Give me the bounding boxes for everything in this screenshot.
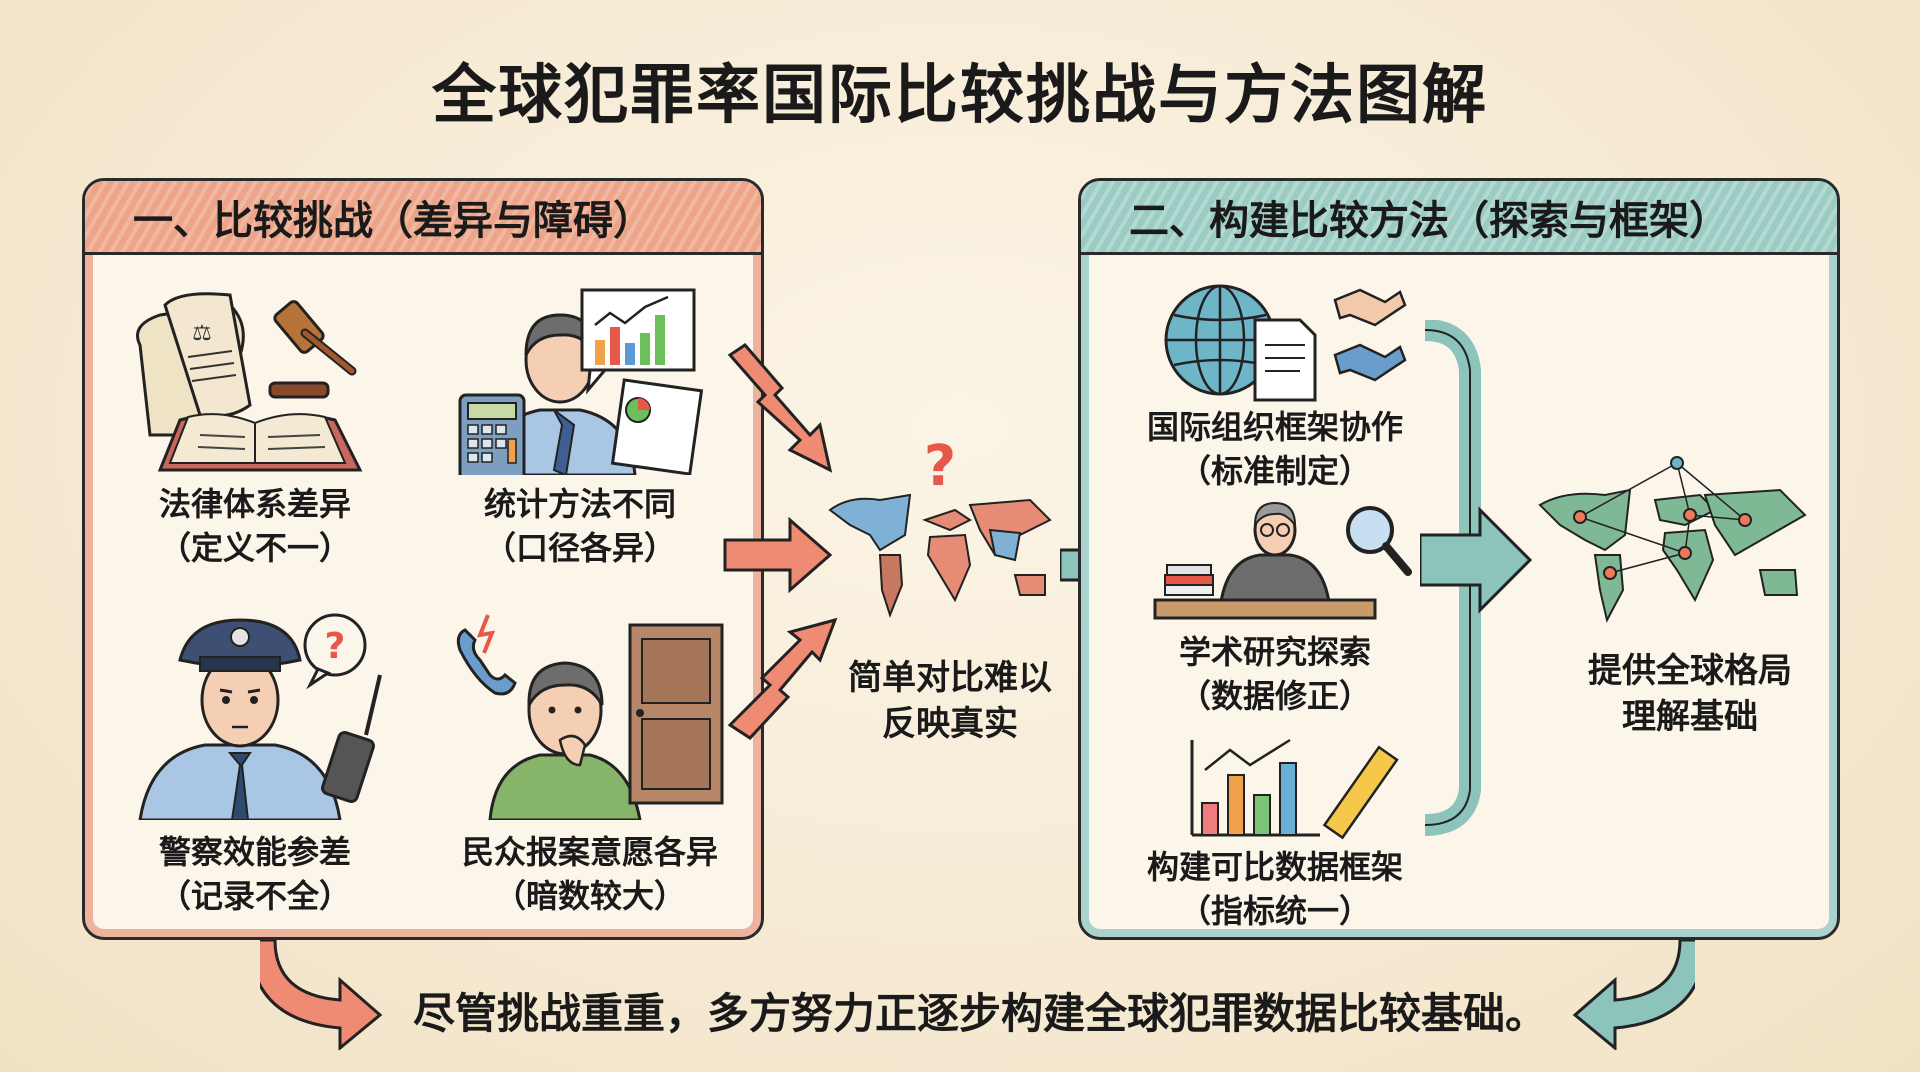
page-title: 全球犯罪率国际比较挑战与方法图解 [432,59,1488,133]
challenge-legal-subtitle: （定义不一） [158,529,351,567]
challenge-arrows [723,343,838,740]
method-framework-subtitle: （指标统一） [1178,892,1371,930]
researcher-magnifier-icon [1153,501,1412,620]
center-text-line2: 反映真实 [882,704,1018,744]
center-text-line1: 简单对比难以 [848,658,1052,698]
method-academic-title: 学术研究探索 [1178,633,1371,671]
arrow-right-teal-icon [1420,506,1533,614]
challenge-reporting-subtitle: （暗数较大） [493,877,686,915]
challenge-statistics-subtitle: （口径各异） [483,529,676,567]
method-item-academic: 学术研究探索 （数据修正） [1150,630,1400,718]
challenges-heading: 一、比较挑战（差异与障碍） [85,181,761,255]
arrow-right-icon [723,516,833,594]
arrow-up-right-icon [727,617,838,740]
hesitant-citizen-door-icon [456,614,724,820]
challenge-item-police: 警察效能参差 （记录不全） [120,830,390,918]
methods-heading: 二、构建比较方法（探索与框架） [1081,181,1837,255]
svg-text:⚖: ⚖ [192,321,212,346]
challenge-police-title: 警察效能参差 [158,833,351,871]
convergence-bracket-arrow [1420,320,1533,836]
statistician-chart-icon [458,288,704,475]
curved-arrow-left-icon [260,940,383,1050]
center-conclusion: 简单对比难以 反映真实 [820,655,1080,747]
svg-text:?: ? [325,626,346,667]
method-item-international: 国际组织框架协作 （标准制定） [1130,405,1420,493]
method-academic-subtitle: （数据修正） [1178,677,1371,715]
result-text-line1: 提供全球格局 [1588,651,1792,691]
confused-world-map-icon: ? [828,434,1052,618]
result-conclusion: 提供全球格局 理解基础 [1540,648,1840,740]
challenge-item-legal: 法律体系差异 （定义不一） [120,482,390,570]
question-mark-icon: ? [924,434,956,499]
arrow-down-right-icon [727,343,833,473]
police-officer-radio-icon: ? [138,613,382,820]
challenge-reporting-title: 民众报案意愿各异 [461,833,718,871]
curved-arrow-right-icon [1572,940,1695,1050]
law-book-gavel-icon: ⚖ [136,292,363,472]
method-international-title: 国际组织框架协作 [1146,408,1403,446]
globe-document-handshake-icon [1164,284,1407,402]
bar-chart-ruler-icon [1190,738,1399,840]
challenge-legal-title: 法律体系差异 [158,485,351,523]
method-item-framework: 构建可比数据框架 （指标统一） [1130,845,1420,933]
challenge-item-statistics: 统计方法不同 （口径各异） [440,482,720,570]
challenge-police-subtitle: （记录不全） [158,877,351,915]
connected-world-map-icon [1538,456,1807,623]
challenge-statistics-title: 统计方法不同 [483,485,676,523]
method-international-subtitle: （标准制定） [1178,452,1371,490]
footer-summary: 尽管挑战重重，多方努力正逐步构建全球犯罪数据比较基础。 [412,989,1547,1038]
challenge-item-reporting: 民众报案意愿各异 （暗数较大） [440,830,740,918]
method-framework-title: 构建可比数据框架 [1146,848,1403,886]
result-text-line2: 理解基础 [1622,697,1758,737]
